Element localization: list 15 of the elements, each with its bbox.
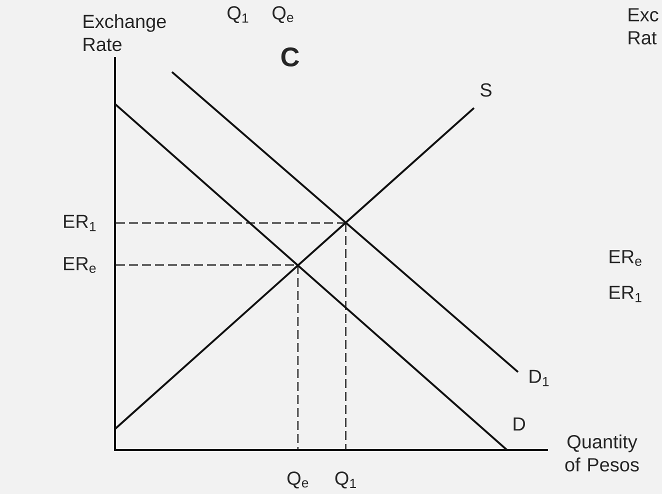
axis-label: ER$_{1}$	[64, 214, 96, 232]
curve-label: D	[514, 417, 526, 431]
axis-title: Exchange Rate	[84, 14, 166, 52]
axis-label: Q$_{1}$	[335, 472, 356, 488]
axis-label: Q$_{1}$	[228, 6, 248, 24]
curve-label: S	[480, 83, 492, 97]
curve-label: D$_{1}$	[530, 370, 549, 386]
panel-letter: C	[281, 47, 299, 67]
axis-label: Q$_{e}$	[287, 472, 308, 488]
axis-label: ER$_{e}$	[610, 250, 642, 266]
axis-title: Quantity of Pesos	[565, 434, 639, 472]
axis-label: Q$_{e}$	[272, 6, 294, 24]
axis-title: Exc Rat	[628, 8, 658, 44]
axis-label: ER$_{1}$	[610, 286, 642, 302]
axis-label: ER$_{e}$	[64, 257, 96, 273]
